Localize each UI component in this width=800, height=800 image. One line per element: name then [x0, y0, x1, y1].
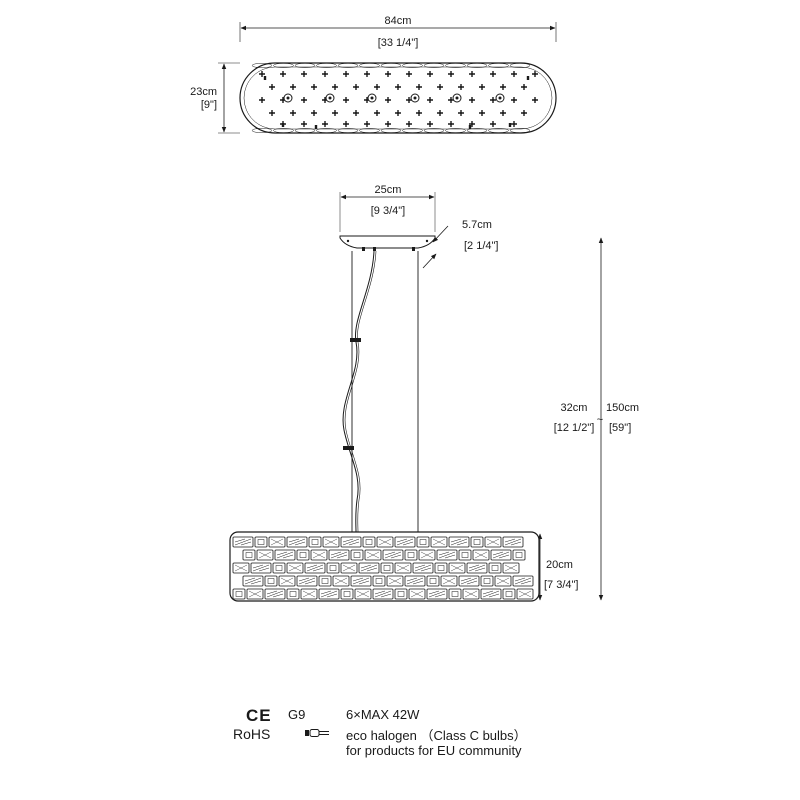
- body-height-in-label: [7 3/4"]: [544, 579, 578, 591]
- width-cm-label: 84cm: [385, 15, 412, 27]
- g9-bulb-icon: [305, 729, 329, 737]
- body-height-cm-label: 20cm: [546, 559, 573, 571]
- canopy-width-in-label: [9 3/4"]: [371, 205, 405, 217]
- ceiling-canopy: [339, 235, 436, 249]
- max-drop-cm-label: 150cm: [606, 402, 639, 414]
- canopy-height-line: [432, 225, 449, 243]
- crystal-pattern: [251, 63, 538, 133]
- rohs-mark: RoHS: [233, 726, 271, 742]
- canopy-width-cm-label: 25cm: [375, 184, 402, 196]
- depth-in-label: [9"]: [201, 99, 217, 111]
- side-view: 25cm [9 3/4"] 5.7cm [2 1/4"] 32cm [12 1/…: [229, 184, 639, 602]
- width-in-label: [33 1/4"]: [378, 37, 419, 49]
- crystal-tiles: [232, 536, 534, 600]
- canopy-height-cm-label: 5.7cm: [462, 219, 492, 231]
- eu-note: for products for EU community: [346, 743, 522, 758]
- min-drop-cm-label: 32cm: [561, 402, 588, 414]
- top-view-outline: [239, 62, 557, 134]
- bulb-type: eco halogen （Class C bulbs）: [346, 728, 527, 743]
- min-drop-in-label: [12 1/2"]: [554, 422, 595, 434]
- top-view: 84cm [33 1/4"] 23cm [9"]: [190, 15, 557, 134]
- depth-cm-label: 23cm: [190, 86, 217, 98]
- max-drop-in-label: [59"]: [609, 422, 631, 434]
- socket-type: G9: [288, 707, 306, 722]
- canopy-height-in-label: [2 1/4"]: [464, 240, 498, 252]
- power-cord: [342, 250, 375, 533]
- power-rating: 6×MAX 42W: [346, 707, 420, 722]
- range-tilde: ~: [597, 414, 603, 426]
- ce-mark: CE: [246, 706, 272, 725]
